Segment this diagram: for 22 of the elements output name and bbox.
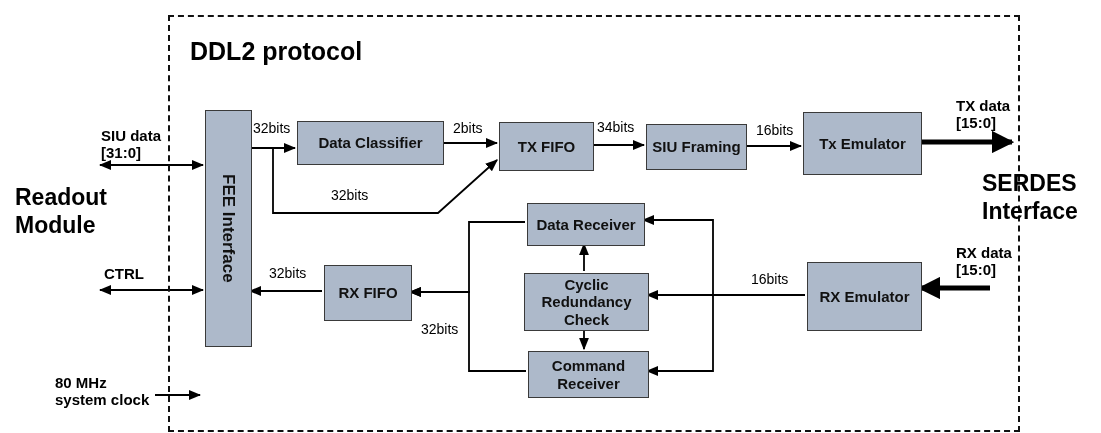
arrow xyxy=(98,159,205,171)
process-box: RX Emulator xyxy=(807,262,922,331)
process-box: Cyclic Redundancy Check xyxy=(524,273,649,331)
signal-label: CTRL xyxy=(103,266,145,283)
interface-block: FEE Interface xyxy=(205,110,252,347)
signal-text: 80 MHz system clock xyxy=(55,374,155,414)
side-label: Readout Module xyxy=(15,184,108,240)
process-box: TX FIFO xyxy=(499,122,594,171)
signal-label: RX data [15:0] xyxy=(955,245,1013,278)
process-box: SIU Framing xyxy=(646,124,747,170)
process-box: RX FIFO xyxy=(324,265,412,321)
process-box: Data Receiver xyxy=(527,203,645,246)
process-box: Command Receiver xyxy=(528,351,649,398)
side-label: SERDES Interface xyxy=(982,170,1079,226)
arrow xyxy=(154,389,202,401)
process-box: Data Classifier xyxy=(297,121,444,165)
arrow xyxy=(98,284,205,296)
signal-label: TX data [15:0] xyxy=(955,98,1012,131)
process-box: Tx Emulator xyxy=(803,112,922,175)
signal-label: SIU data [31:0] xyxy=(100,128,162,161)
region-title: DDL2 protocol xyxy=(190,37,363,66)
thick-arrow xyxy=(920,130,1015,154)
